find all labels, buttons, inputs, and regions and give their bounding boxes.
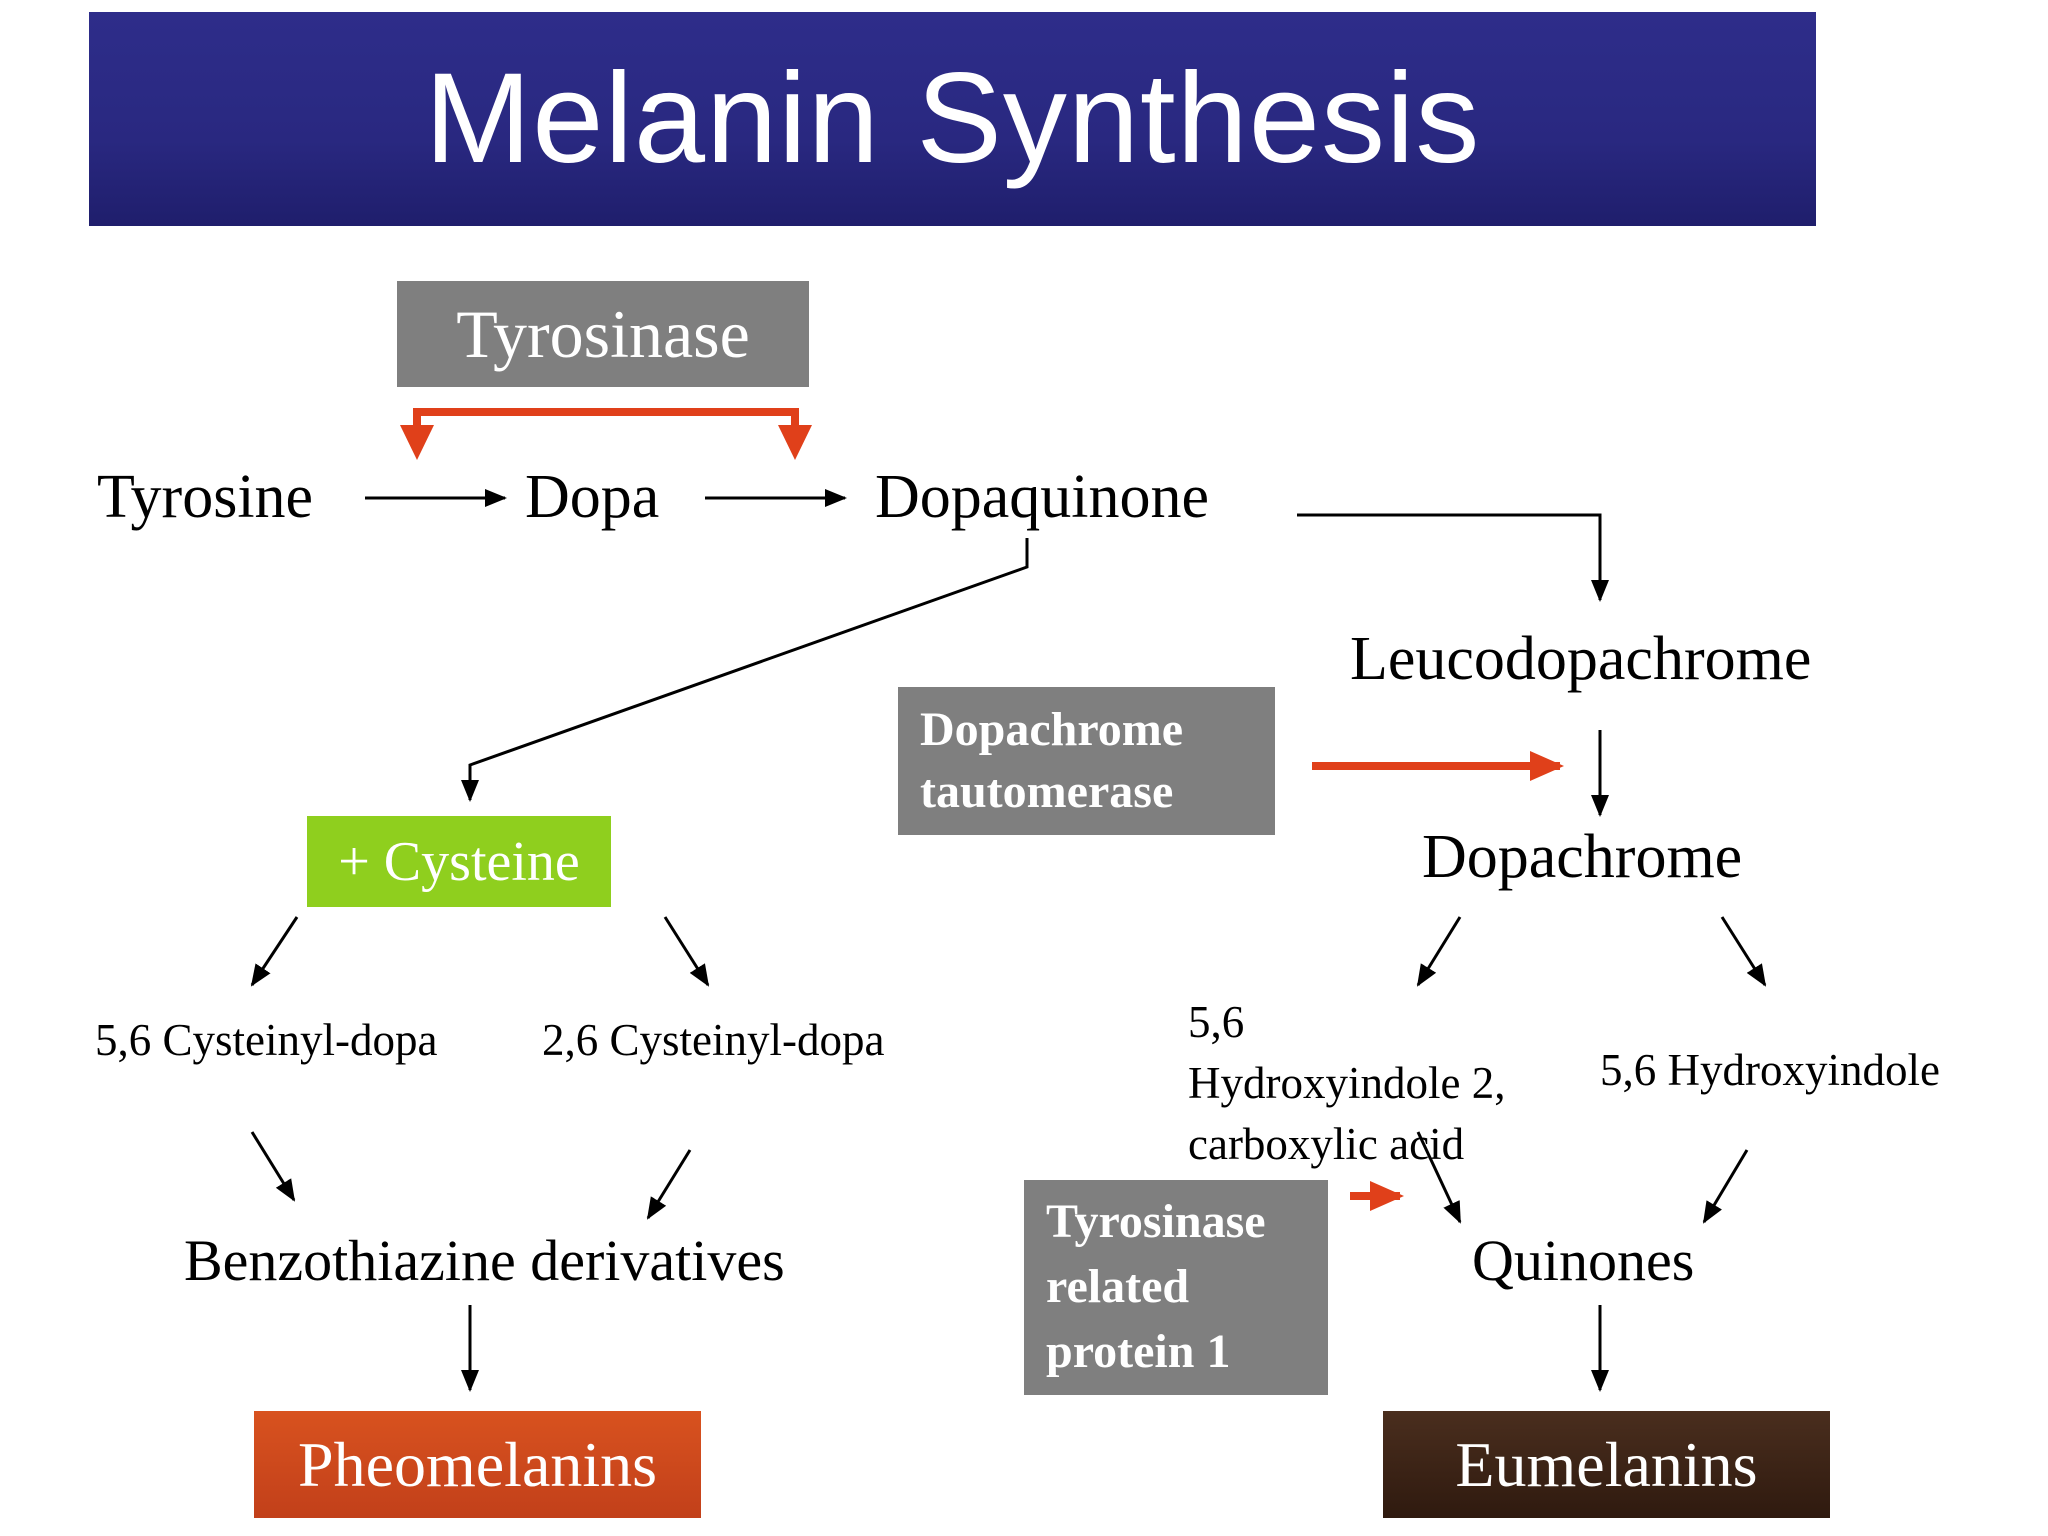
dopachrome-tautomerase-line1: Dopachrome	[920, 702, 1184, 756]
trp1-line1: Tyrosinase	[1046, 1195, 1266, 1249]
cysteine-label: + Cysteine	[338, 830, 580, 893]
hydroxyindole-acid-line2: Hydroxyindole 2,	[1188, 1057, 1506, 1108]
pheomelanins-label: Pheomelanins	[297, 1428, 658, 1500]
eumelanins-box: Eumelanins	[1383, 1411, 1830, 1518]
arrow-dopachrome-hydroxyindole-acid	[1416, 916, 1462, 987]
arrow-hydroxyindole-acid-quinones	[1416, 1131, 1462, 1224]
compound-leucodopachrome: Leucodopachrome	[1350, 625, 1812, 693]
page-title: Melanin Synthesis	[424, 47, 1481, 190]
trp1-box: Tyrosinase related protein 1	[1024, 1180, 1328, 1395]
dopachrome-tautomerase-box: Dopachrome tautomerase	[898, 687, 1275, 835]
compound-benzothiazine: Benzothiazine derivatives	[184, 1228, 785, 1293]
tyrosinase-arrowhead-left	[400, 425, 434, 460]
title-bar: Melanin Synthesis	[89, 12, 1816, 226]
hydroxyindole-acid-line1: 5,6	[1188, 997, 1245, 1047]
arrow-hydroxyindole-quinones	[1702, 1149, 1749, 1224]
arrow-dopachrome-hydroxyindole	[1720, 916, 1767, 987]
compound-tyrosine: Tyrosine	[97, 463, 314, 531]
arrow-dopaquinone-leucodopachrome	[1297, 513, 1609, 602]
pheomelanins-box: Pheomelanins	[254, 1411, 701, 1518]
tyrosinase-arrowhead-right	[778, 425, 812, 460]
arrow-cysteine-26	[663, 916, 710, 987]
arrow-dopaquinone-cysteine	[461, 538, 1029, 802]
compound-dopa: Dopa	[525, 463, 660, 531]
tyrosinase-label: Tyrosinase	[456, 295, 750, 372]
compound-quinones: Quinones	[1472, 1228, 1695, 1293]
arrow-56-benzothiazine	[250, 1131, 296, 1202]
trp1-line2: related	[1046, 1260, 1190, 1314]
compound-hydroxyindole: 5,6 Hydroxyindole	[1600, 1045, 1940, 1095]
compound-hydroxyindole-carboxylic-acid: 5,6 Hydroxyindole 2, carboxylic acid	[1188, 992, 1505, 1174]
trp1-line3: protein 1	[1046, 1324, 1231, 1378]
cysteine-box: + Cysteine	[307, 816, 611, 907]
tyrosinase-bracket	[413, 408, 799, 445]
hydroxyindole-acid-line3: carboxylic acid	[1188, 1118, 1465, 1169]
eumelanins-label: Eumelanins	[1455, 1428, 1758, 1500]
compound-dopaquinone: Dopaquinone	[875, 463, 1210, 531]
tyrosinase-box: Tyrosinase	[397, 281, 809, 387]
arrow-26-benzothiazine	[646, 1149, 692, 1220]
compound-cysteinyl-26: 2,6 Cysteinyl-dopa	[542, 1015, 885, 1065]
compound-cysteinyl-56: 5,6 Cysteinyl-dopa	[95, 1015, 438, 1065]
compound-dopachrome: Dopachrome	[1422, 823, 1743, 891]
arrow-cysteine-56	[250, 916, 299, 987]
dopachrome-tautomerase-line2: tautomerase	[920, 765, 1174, 818]
